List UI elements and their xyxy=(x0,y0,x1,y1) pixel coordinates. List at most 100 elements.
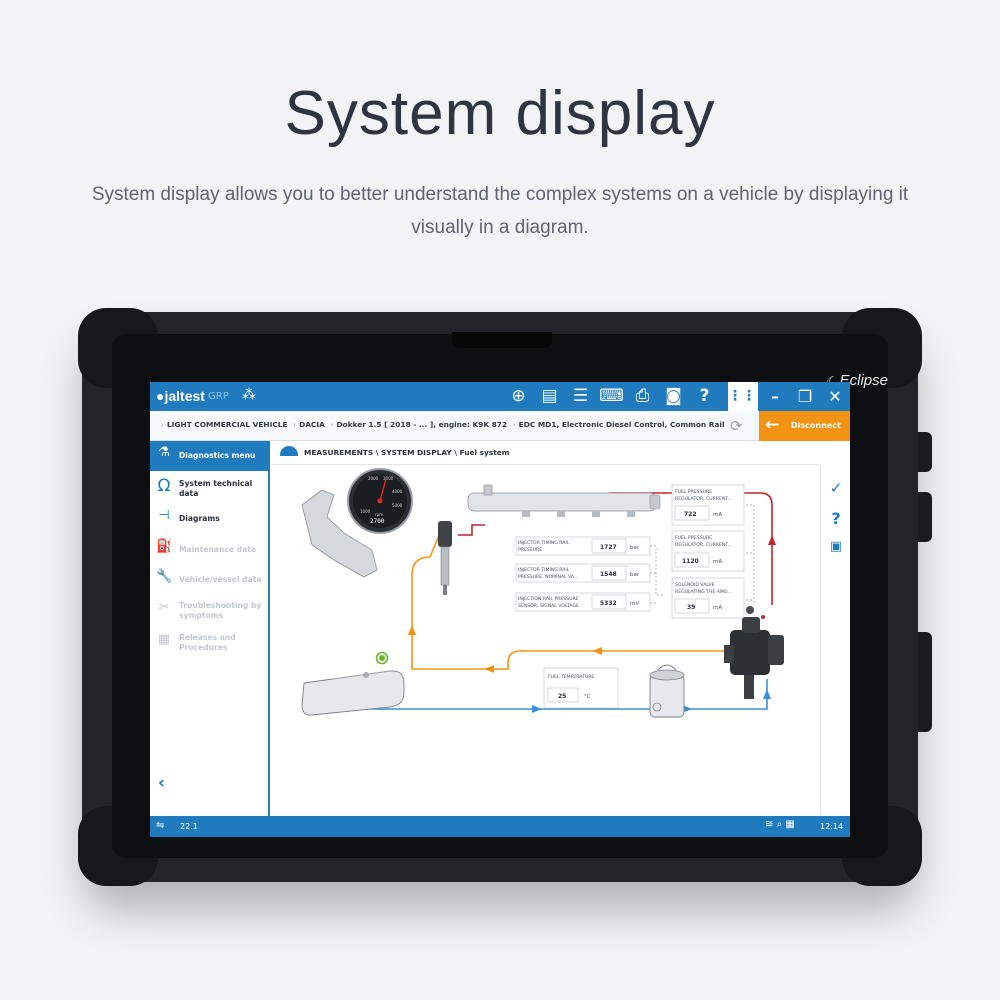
fuel-system-diagram: 1000 2000 3000 4000 5000 rpm 2700 xyxy=(301,468,784,718)
svg-text:INJECTION RAIL PRESSURE: INJECTION RAIL PRESSURE xyxy=(518,596,579,602)
arrow-icon xyxy=(484,665,494,673)
help-icon[interactable]: ? xyxy=(831,509,841,528)
svg-text:INJECTOR TIMING RAIL: INJECTOR TIMING RAIL xyxy=(518,540,570,546)
gauge-value: 2700 xyxy=(370,518,385,525)
help-icon[interactable]: ? xyxy=(699,386,710,406)
gauge-tick: 4000 xyxy=(392,489,403,494)
gauge-icon xyxy=(280,446,298,456)
breadcrumb-item[interactable]: EDC MD1, Electronic Diesel Control, Comm… xyxy=(518,420,725,429)
sidebar-item-system-technical-data[interactable]: Ω System technical data xyxy=(157,476,253,498)
sidebar-item-diagnostics-menu[interactable]: ⚗ Diagnostics menu xyxy=(150,441,268,471)
readout-box: FUEL PRESSURE REGULATOR, CURRENT... 722 … xyxy=(671,484,745,526)
version-label: 22.1 xyxy=(180,822,198,831)
grid-icon[interactable]: ⋮⋮⋮ xyxy=(728,382,770,411)
printer-icon[interactable]: ⎙ xyxy=(635,386,650,406)
page-title: MEASUREMENTS \ SYSTEM DISPLAY \ Fuel sys… xyxy=(304,448,510,457)
app-logo: ●jaltest xyxy=(156,388,205,404)
camera-icon[interactable]: ◙ xyxy=(665,386,682,406)
readout-box: FUEL PRESSURE REGULATOR, CURRENT... 1120… xyxy=(671,530,745,572)
high-pressure-line xyxy=(609,492,773,605)
readout-box: FUEL TEMPERATURE 25 °C xyxy=(543,667,619,709)
readout-box: INJECTOR TIMING RAIL PRESSURE 1727 bar xyxy=(515,536,651,556)
readout-value: 722 xyxy=(684,511,697,518)
report-icon[interactable]: ▤ xyxy=(541,386,558,406)
close-icon[interactable]: ✕ xyxy=(828,387,842,406)
accelerator-pedal xyxy=(301,489,378,578)
injector-feed-line xyxy=(458,524,485,536)
camera-notch xyxy=(452,332,552,348)
status-icons: ≋ ⌕ ▦ xyxy=(765,819,795,830)
svg-text:PRESSURE: PRESSURE xyxy=(518,547,542,553)
arrow-icon xyxy=(532,705,542,713)
gauge-needle xyxy=(379,478,387,502)
fuel-tank xyxy=(301,670,405,716)
breadcrumb-item[interactable]: Dokker 1.5 [ 2018 - ... ], engine: K9K 8… xyxy=(336,420,508,429)
document-settings-icon[interactable]: ▣ xyxy=(829,539,843,554)
arrow-icon xyxy=(682,705,692,713)
sidebar-item-troubleshooting[interactable]: ✂ Troubleshooting by symptoms xyxy=(150,596,268,626)
readout-unit: mA xyxy=(713,559,722,565)
minimize-icon[interactable]: – xyxy=(771,387,779,406)
svg-text:REGULATOR, CURRENT...: REGULATOR, CURRENT... xyxy=(675,496,732,502)
side-button xyxy=(918,632,932,732)
sidebar-item-diagrams[interactable]: ⊣ Diagrams xyxy=(150,504,268,534)
svg-text:INJECTOR TIMING RAIL: INJECTOR TIMING RAIL xyxy=(518,567,570,573)
high-pressure-pump xyxy=(724,606,784,699)
gauge-tick: 1000 xyxy=(360,509,371,514)
sync-icon[interactable]: ⟳ xyxy=(730,417,743,435)
app-screen: ●jaltest GRP ⁂ ⊕ ▤ ☰ ⌨ ⎙ ◙ ? ⋮⋮⋮ – ❐ ✕ ›… xyxy=(150,382,850,837)
network-icon[interactable]: ⁂ xyxy=(242,387,256,403)
hero-subtitle: System display allows you to better unde… xyxy=(91,184,909,238)
clock: 12:14 xyxy=(820,822,844,831)
keyboard-icon[interactable]: ⌨ xyxy=(599,386,624,406)
gauge-tick: 3000 xyxy=(383,476,394,481)
check-icon[interactable]: ✓ xyxy=(829,479,843,497)
tools-icon: ✂ xyxy=(158,600,170,615)
breadcrumb: ›LIGHT COMMERCIAL VEHICLE ›DACIA ›Dokker… xyxy=(161,420,725,429)
readout-box: INJECTOR TIMING RAIL PRESSURE, NOMINAL V… xyxy=(515,563,651,583)
readout-value: 1120 xyxy=(682,558,699,565)
wrench-icon: 🔧 xyxy=(156,569,173,584)
fuel-filter xyxy=(649,664,685,718)
readout-unit: bar xyxy=(630,545,640,551)
sidebar: ⚗ Diagnostics menu Ω System technical da… xyxy=(150,441,270,816)
sidebar-item-maintenance-data[interactable]: ⛽ Maintenance data xyxy=(156,539,257,554)
sidebar-item-releases[interactable]: ▦ Releases and Procedures xyxy=(157,632,236,652)
arrow-icon xyxy=(408,625,416,635)
svg-text:FUEL TEMPERATURE: FUEL TEMPERATURE xyxy=(548,674,594,680)
readout-unit: mA xyxy=(713,512,722,518)
gauge-unit: rpm xyxy=(375,512,383,517)
rpm-gauge: 1000 2000 3000 4000 5000 rpm 2700 xyxy=(347,468,413,534)
zoom-icon[interactable]: ⌕ xyxy=(776,819,783,830)
arrow-left-icon: ← xyxy=(765,415,780,435)
breadcrumb-item[interactable]: LIGHT COMMERCIAL VEHICLE xyxy=(166,420,288,429)
svg-text:REGULATING THE AMO...: REGULATING THE AMO... xyxy=(675,589,732,595)
readout-value: 5332 xyxy=(600,600,617,607)
readout-unit: mA xyxy=(713,605,722,611)
readout-value: 25 xyxy=(558,693,566,700)
svg-text:SENSOR, SIGNAL VOLTAGE: SENSOR, SIGNAL VOLTAGE xyxy=(518,603,579,609)
readout-value: 1727 xyxy=(600,544,617,551)
readout-value: 1548 xyxy=(600,571,617,578)
disconnect-button[interactable]: ← Disconnect xyxy=(759,411,850,441)
chevron-left-icon[interactable]: ‹ xyxy=(158,773,166,793)
readout-value: 39 xyxy=(687,604,695,611)
svg-text:FUEL PRESSURE: FUEL PRESSURE xyxy=(675,535,712,541)
readout-unit: bar xyxy=(630,572,640,578)
side-button xyxy=(918,432,932,472)
hero-title: System display xyxy=(284,79,716,148)
list-icon[interactable]: ☰ xyxy=(572,386,589,406)
globe-icon[interactable]: ⊕ xyxy=(511,386,526,406)
injector xyxy=(438,521,452,595)
restore-icon[interactable]: ❐ xyxy=(797,387,813,406)
side-button xyxy=(918,492,932,542)
calendar-icon[interactable]: ▦ xyxy=(785,819,795,830)
sidebar-item-vehicle-data[interactable]: 🔧 Vehicle/vessel data xyxy=(156,569,262,584)
svg-text:PRESSURE, NOMINAL VA...: PRESSURE, NOMINAL VA... xyxy=(518,574,578,580)
diagnostics-icon: ⚗ xyxy=(158,445,170,460)
svg-text:SOLENOID VALVE: SOLENOID VALVE xyxy=(675,582,715,588)
document-icon: ▦ xyxy=(157,632,171,647)
diagram-icon: ⊣ xyxy=(158,508,170,523)
breadcrumb-item[interactable]: DACIA xyxy=(299,420,325,429)
breadcrumb-bar: ›LIGHT COMMERCIAL VEHICLE ›DACIA ›Dokker… xyxy=(150,411,850,441)
